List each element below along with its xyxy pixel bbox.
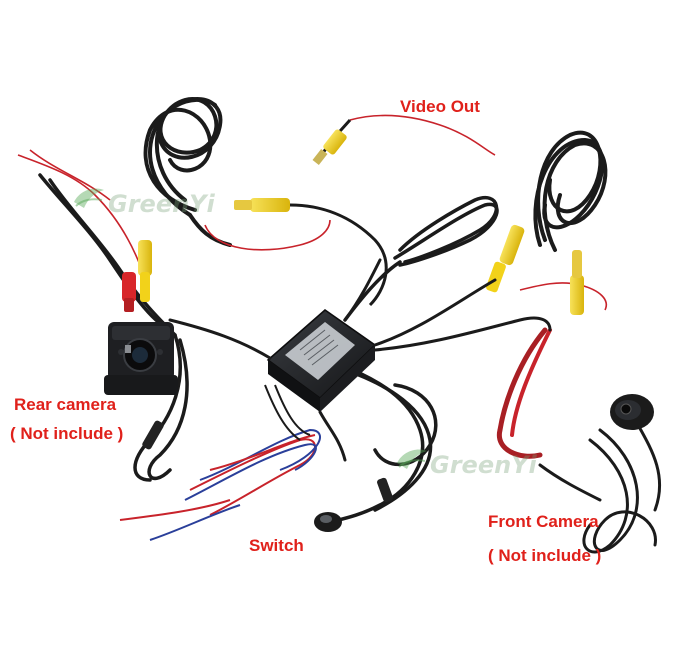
video-out-label: Video Out xyxy=(400,97,480,116)
video-out-red-wire xyxy=(204,114,496,251)
leaf-logo-icon xyxy=(397,449,427,469)
watermark-text: GreenYi xyxy=(108,190,215,218)
rear-camera-note: ( Not include ) xyxy=(10,424,124,443)
front-camera-rca-connectors xyxy=(486,224,584,315)
front-camera-label: Front Camera xyxy=(488,512,599,531)
right-cable-coil xyxy=(533,130,608,252)
rear-camera-rca-connectors xyxy=(122,240,152,312)
switch-button-device xyxy=(314,512,342,532)
top-rca-connector-pair xyxy=(234,198,388,307)
front-camera-device xyxy=(610,394,654,430)
front-power-cable xyxy=(496,327,602,502)
leaf-logo-icon xyxy=(74,188,104,208)
front-camera-note: ( Not include ) xyxy=(488,546,602,565)
box-connection-cables xyxy=(168,258,552,462)
switch-cable-coil xyxy=(318,363,438,527)
rear-camera-red-wire xyxy=(17,149,141,266)
switch-wire-bundle xyxy=(119,384,321,541)
rear-inline-connector xyxy=(142,420,164,450)
box-label-text-lines xyxy=(299,329,339,366)
rear-camera-device xyxy=(104,322,178,395)
switch-inline-connector xyxy=(377,477,393,503)
video-switch-box xyxy=(266,309,377,412)
rear-camera-label: Rear camera xyxy=(14,395,117,414)
video-out-cable-coil xyxy=(343,196,499,322)
watermark-text: GreenYi xyxy=(430,451,537,479)
switch-label: Switch xyxy=(249,536,304,555)
front-camera-red-wire xyxy=(519,282,607,311)
top-left-cable-coil xyxy=(143,97,232,247)
video-out-rca-plug xyxy=(312,118,352,165)
